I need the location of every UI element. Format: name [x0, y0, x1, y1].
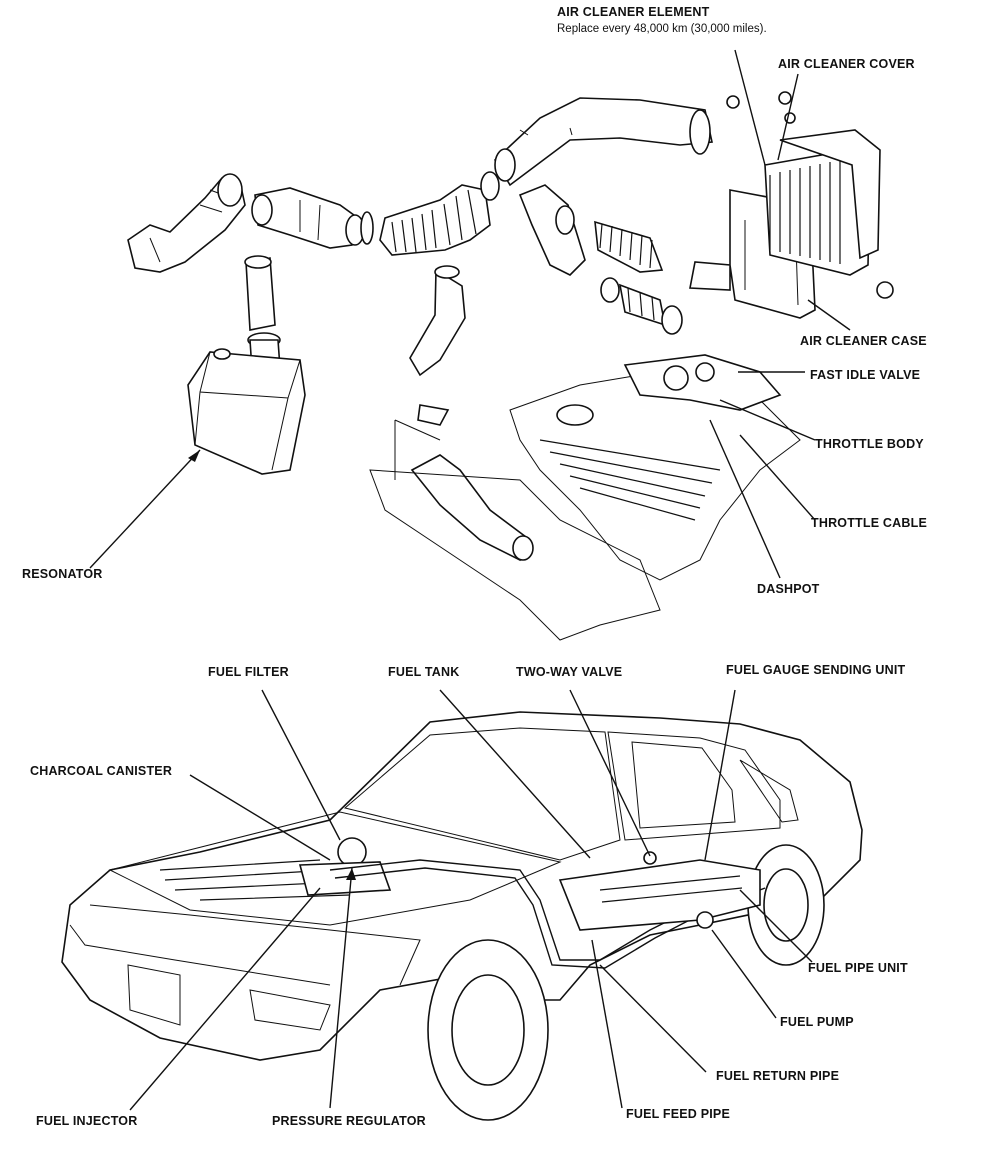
label-pressure-regulator: PRESSURE REGULATOR	[272, 1114, 426, 1128]
label-throttle-cable: THROTTLE CABLE	[811, 516, 927, 530]
label-fuel-tank: FUEL TANK	[388, 665, 459, 679]
label-fuel-pump: FUEL PUMP	[780, 1015, 854, 1029]
air-intake-illustration	[89, 49, 894, 641]
label-fuel-pipe-unit: FUEL PIPE UNIT	[808, 961, 908, 975]
label-air-cleaner-case: AIR CLEANER CASE	[800, 334, 927, 348]
label-fuel-return-pipe: FUEL RETURN PIPE	[716, 1069, 839, 1083]
label-fuel-injector: FUEL INJECTOR	[36, 1114, 137, 1128]
label-fuel-feed-pipe: FUEL FEED PIPE	[626, 1107, 730, 1121]
label-air-cleaner-element-note: Replace every 48,000 km (30,000 miles).	[557, 23, 767, 35]
label-charcoal-canister: CHARCOAL CANISTER	[30, 764, 172, 778]
car-fuel-system-illustration	[61, 689, 863, 1121]
label-fuel-gauge-sending-unit: FUEL GAUGE SENDING UNIT	[726, 663, 906, 677]
label-dashpot: DASHPOT	[757, 582, 820, 596]
label-air-cleaner-cover: AIR CLEANER COVER	[778, 57, 915, 71]
label-throttle-body: THROTTLE BODY	[815, 437, 924, 451]
label-fast-idle-valve: FAST IDLE VALVE	[810, 368, 920, 382]
label-fuel-filter: FUEL FILTER	[208, 665, 289, 679]
label-air-cleaner-element: AIR CLEANER ELEMENT	[557, 5, 710, 19]
label-resonator: RESONATOR	[22, 567, 103, 581]
label-two-way-valve: TWO-WAY VALVE	[516, 665, 622, 679]
